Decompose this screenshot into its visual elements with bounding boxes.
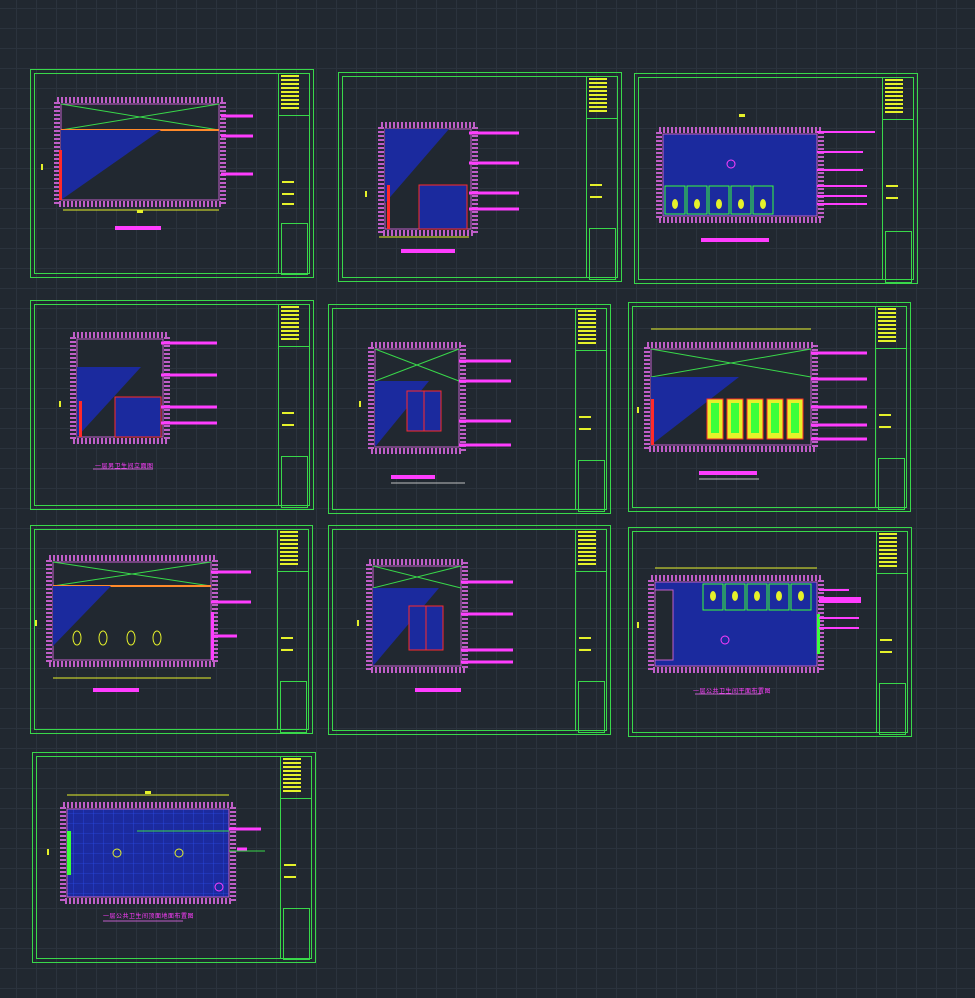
sheet-caption: 一层男卫生间立面图 (95, 463, 154, 470)
title-block (575, 308, 607, 512)
plan-drawing (656, 114, 875, 242)
title-block (586, 76, 618, 280)
sheet-border (332, 308, 607, 510)
title-block (278, 73, 310, 275)
title-block (277, 529, 309, 733)
sheet-border (34, 529, 309, 730)
drawing-sheet-1[interactable] (30, 69, 314, 278)
plan-drawing (47, 791, 265, 922)
elevation-drawing (59, 332, 217, 470)
drawing-sheet-6[interactable] (628, 302, 911, 512)
sheet-border (632, 306, 907, 508)
drawing-sheet-8[interactable] (328, 525, 611, 735)
sheet-border (332, 529, 607, 731)
title-block (882, 77, 914, 283)
drawing-sheet-2[interactable] (338, 72, 622, 282)
title-block (278, 304, 310, 508)
drawing-sheet-9[interactable]: 一层公共卫生间平面布置图 (628, 527, 912, 737)
sheet-border (632, 531, 908, 733)
elevation-drawing (41, 97, 253, 230)
sheet-caption: 一层公共卫生间平面布置图 (693, 688, 772, 695)
elevation-drawing (365, 122, 519, 253)
sheet-border (638, 77, 914, 280)
drawing-sheet-10[interactable]: 一层公共卫生间顶面地面布置图 (32, 752, 316, 963)
sheet-border (342, 76, 618, 278)
drawing-sheet-5[interactable] (328, 304, 611, 514)
elevation-drawing (359, 342, 511, 484)
sheet-border (34, 73, 310, 274)
drawing-sheet-3[interactable] (634, 73, 918, 284)
sheet-caption: 一层公共卫生间顶面地面布置图 (103, 913, 195, 920)
elevation-drawing (637, 328, 867, 480)
sheet-border (34, 304, 310, 506)
title-block (876, 531, 908, 735)
plan-drawing (637, 567, 861, 695)
title-block (575, 529, 607, 733)
elevation-drawing (357, 559, 513, 692)
drawing-sheet-4[interactable]: 一层男卫生间立面图 (30, 300, 314, 510)
drawing-sheet-7[interactable] (30, 525, 313, 734)
elevation-drawing (35, 555, 251, 692)
sheet-border (36, 756, 312, 959)
title-block (280, 756, 312, 960)
title-block (875, 306, 907, 510)
